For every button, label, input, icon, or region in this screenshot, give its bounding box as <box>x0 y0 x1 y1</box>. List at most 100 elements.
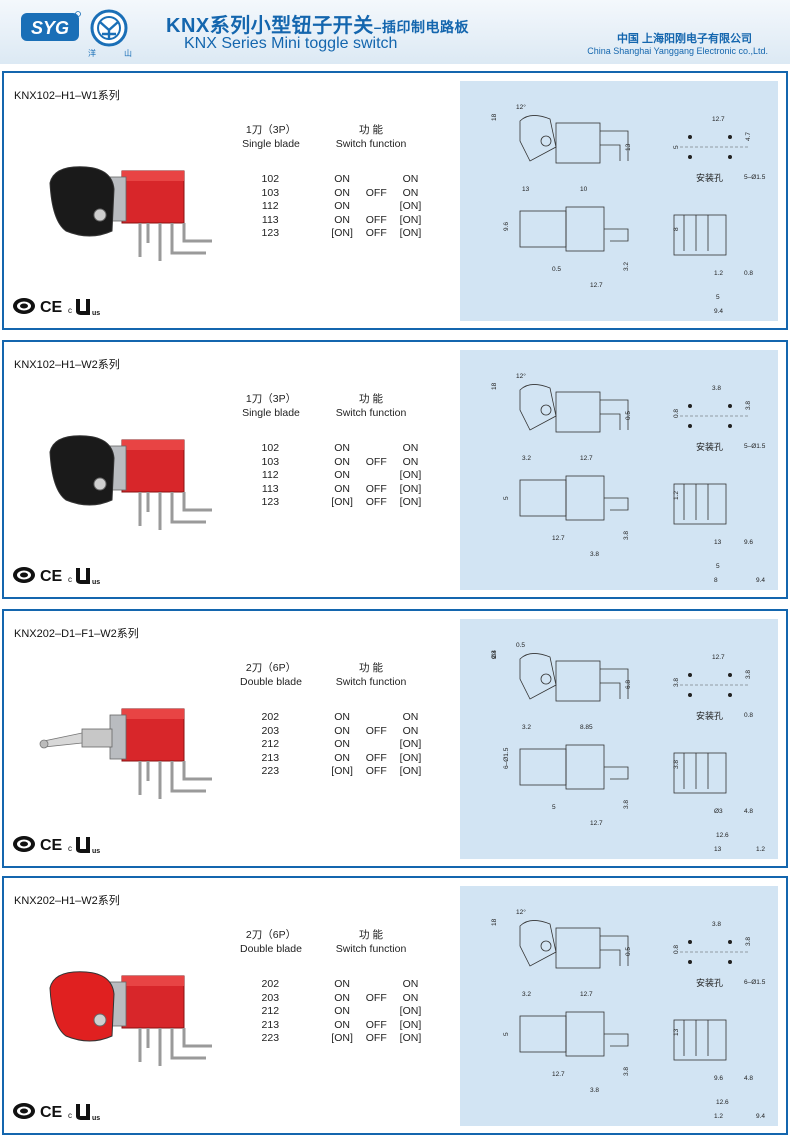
position-2: OFF <box>365 227 387 240</box>
position-1: ON <box>334 442 350 454</box>
model-code: 212 <box>261 1005 280 1018</box>
function-cn: 功 能 <box>359 929 383 941</box>
product-image <box>30 669 220 809</box>
dimension-label: 1.2 <box>714 270 723 277</box>
position-2 <box>362 200 391 214</box>
dimension-label: 6.8 <box>625 680 632 689</box>
product-photo <box>49 971 212 1066</box>
blade-cn: 2刀（6P） <box>245 662 297 674</box>
position-1: ON <box>334 751 350 764</box>
position-2 <box>362 978 391 992</box>
page-header: SYG 洋 山 KNX系列小型钮子开关–插印制电路板 KNX Series Mi… <box>0 0 790 64</box>
position-2 <box>362 711 391 725</box>
dimension-label: 13 <box>714 539 722 546</box>
product-image <box>30 400 220 540</box>
dimension-label: 9.6 <box>714 1075 723 1082</box>
model-code: 102 <box>261 442 280 454</box>
position-3: [ON] <box>399 751 422 764</box>
position-2: OFF <box>365 765 387 778</box>
dimension-drawing: Ø30.53.26.88.8512.73.83.80.86–Ø1.5512.73… <box>491 642 765 853</box>
dimension-label: 8 <box>673 227 680 231</box>
dimension-label: 9.4 <box>714 308 723 315</box>
function-en: Switch function <box>335 676 407 688</box>
position-2: OFF <box>365 724 387 737</box>
position-3: ON <box>402 724 419 737</box>
position-3: [ON] <box>399 738 422 751</box>
dimension-label: 9.4 <box>756 577 765 584</box>
function-en: Switch function <box>335 138 407 150</box>
company-name-en: China Shanghai Yanggang Electronic co.,L… <box>587 46 768 56</box>
dimension-label: 12.7 <box>712 116 725 123</box>
syg-logo-text: SYG <box>31 18 69 38</box>
dimension-label: 4.8 <box>744 808 753 815</box>
ul-mark-c: c <box>68 575 72 584</box>
model-code: 203 <box>261 991 280 1004</box>
yangshan-logo <box>90 9 128 47</box>
dimension-label: 5–Ø1.5 <box>744 443 766 450</box>
position-2: OFF <box>365 482 387 495</box>
dimension-label: 12.7 <box>590 820 603 827</box>
position-2 <box>362 738 391 752</box>
product-image <box>30 936 220 1076</box>
position-3: ON <box>402 442 419 454</box>
dimension-label: 5 <box>673 145 680 149</box>
blade-cn: 1刀（3P） <box>245 124 297 136</box>
dimension-label: 0.8 <box>744 712 753 719</box>
page-title-cn: KNX系列小型钮子开关–插印制电路板 <box>166 9 469 38</box>
dimension-label: 3.8 <box>745 401 752 410</box>
position-2 <box>362 1005 391 1019</box>
page-title-cn-suffix: –插印制电路板 <box>373 19 470 35</box>
dimension-label: 18 <box>491 382 498 390</box>
series-title: KNX202–H1–W2系列 <box>14 895 120 907</box>
blade-header: 2刀（6P）Double blade <box>240 661 302 689</box>
dimension-label: 0.5 <box>625 947 632 956</box>
model-code: 213 <box>261 751 280 764</box>
dimension-label: 3.8 <box>623 800 630 809</box>
dimension-label: 12.7 <box>552 535 565 542</box>
dimension-label: 3.2 <box>522 991 531 998</box>
table-row: 223[ON]OFF[ON] <box>240 1032 430 1046</box>
mounting-hole-label: 安装孔 <box>696 441 723 453</box>
model-code: 123 <box>261 227 280 240</box>
dimension-label: 1.2 <box>756 846 765 853</box>
model-code: 113 <box>261 213 279 226</box>
model-code: 103 <box>261 455 280 468</box>
model-code: 102 <box>261 173 280 185</box>
dimension-label: 3.2 <box>522 455 531 462</box>
position-3: [ON] <box>399 482 422 495</box>
model-code: 223 <box>261 1032 280 1045</box>
mounting-hole-label: 安装孔 <box>696 977 723 989</box>
mounting-hole-label: 安装孔 <box>696 172 723 184</box>
dimension-label: 0.8 <box>744 270 753 277</box>
position-1: [ON] <box>331 496 353 509</box>
dimension-label: 9.4 <box>756 1113 765 1120</box>
dimension-label: 9.4 <box>491 650 498 659</box>
ce-mark: CE <box>40 299 63 316</box>
dimension-label: 8.85 <box>580 724 593 731</box>
dimension-label: 5 <box>552 804 556 811</box>
series-title: KNX202–D1–F1–W2系列 <box>14 628 139 640</box>
position-3: ON <box>402 978 419 990</box>
